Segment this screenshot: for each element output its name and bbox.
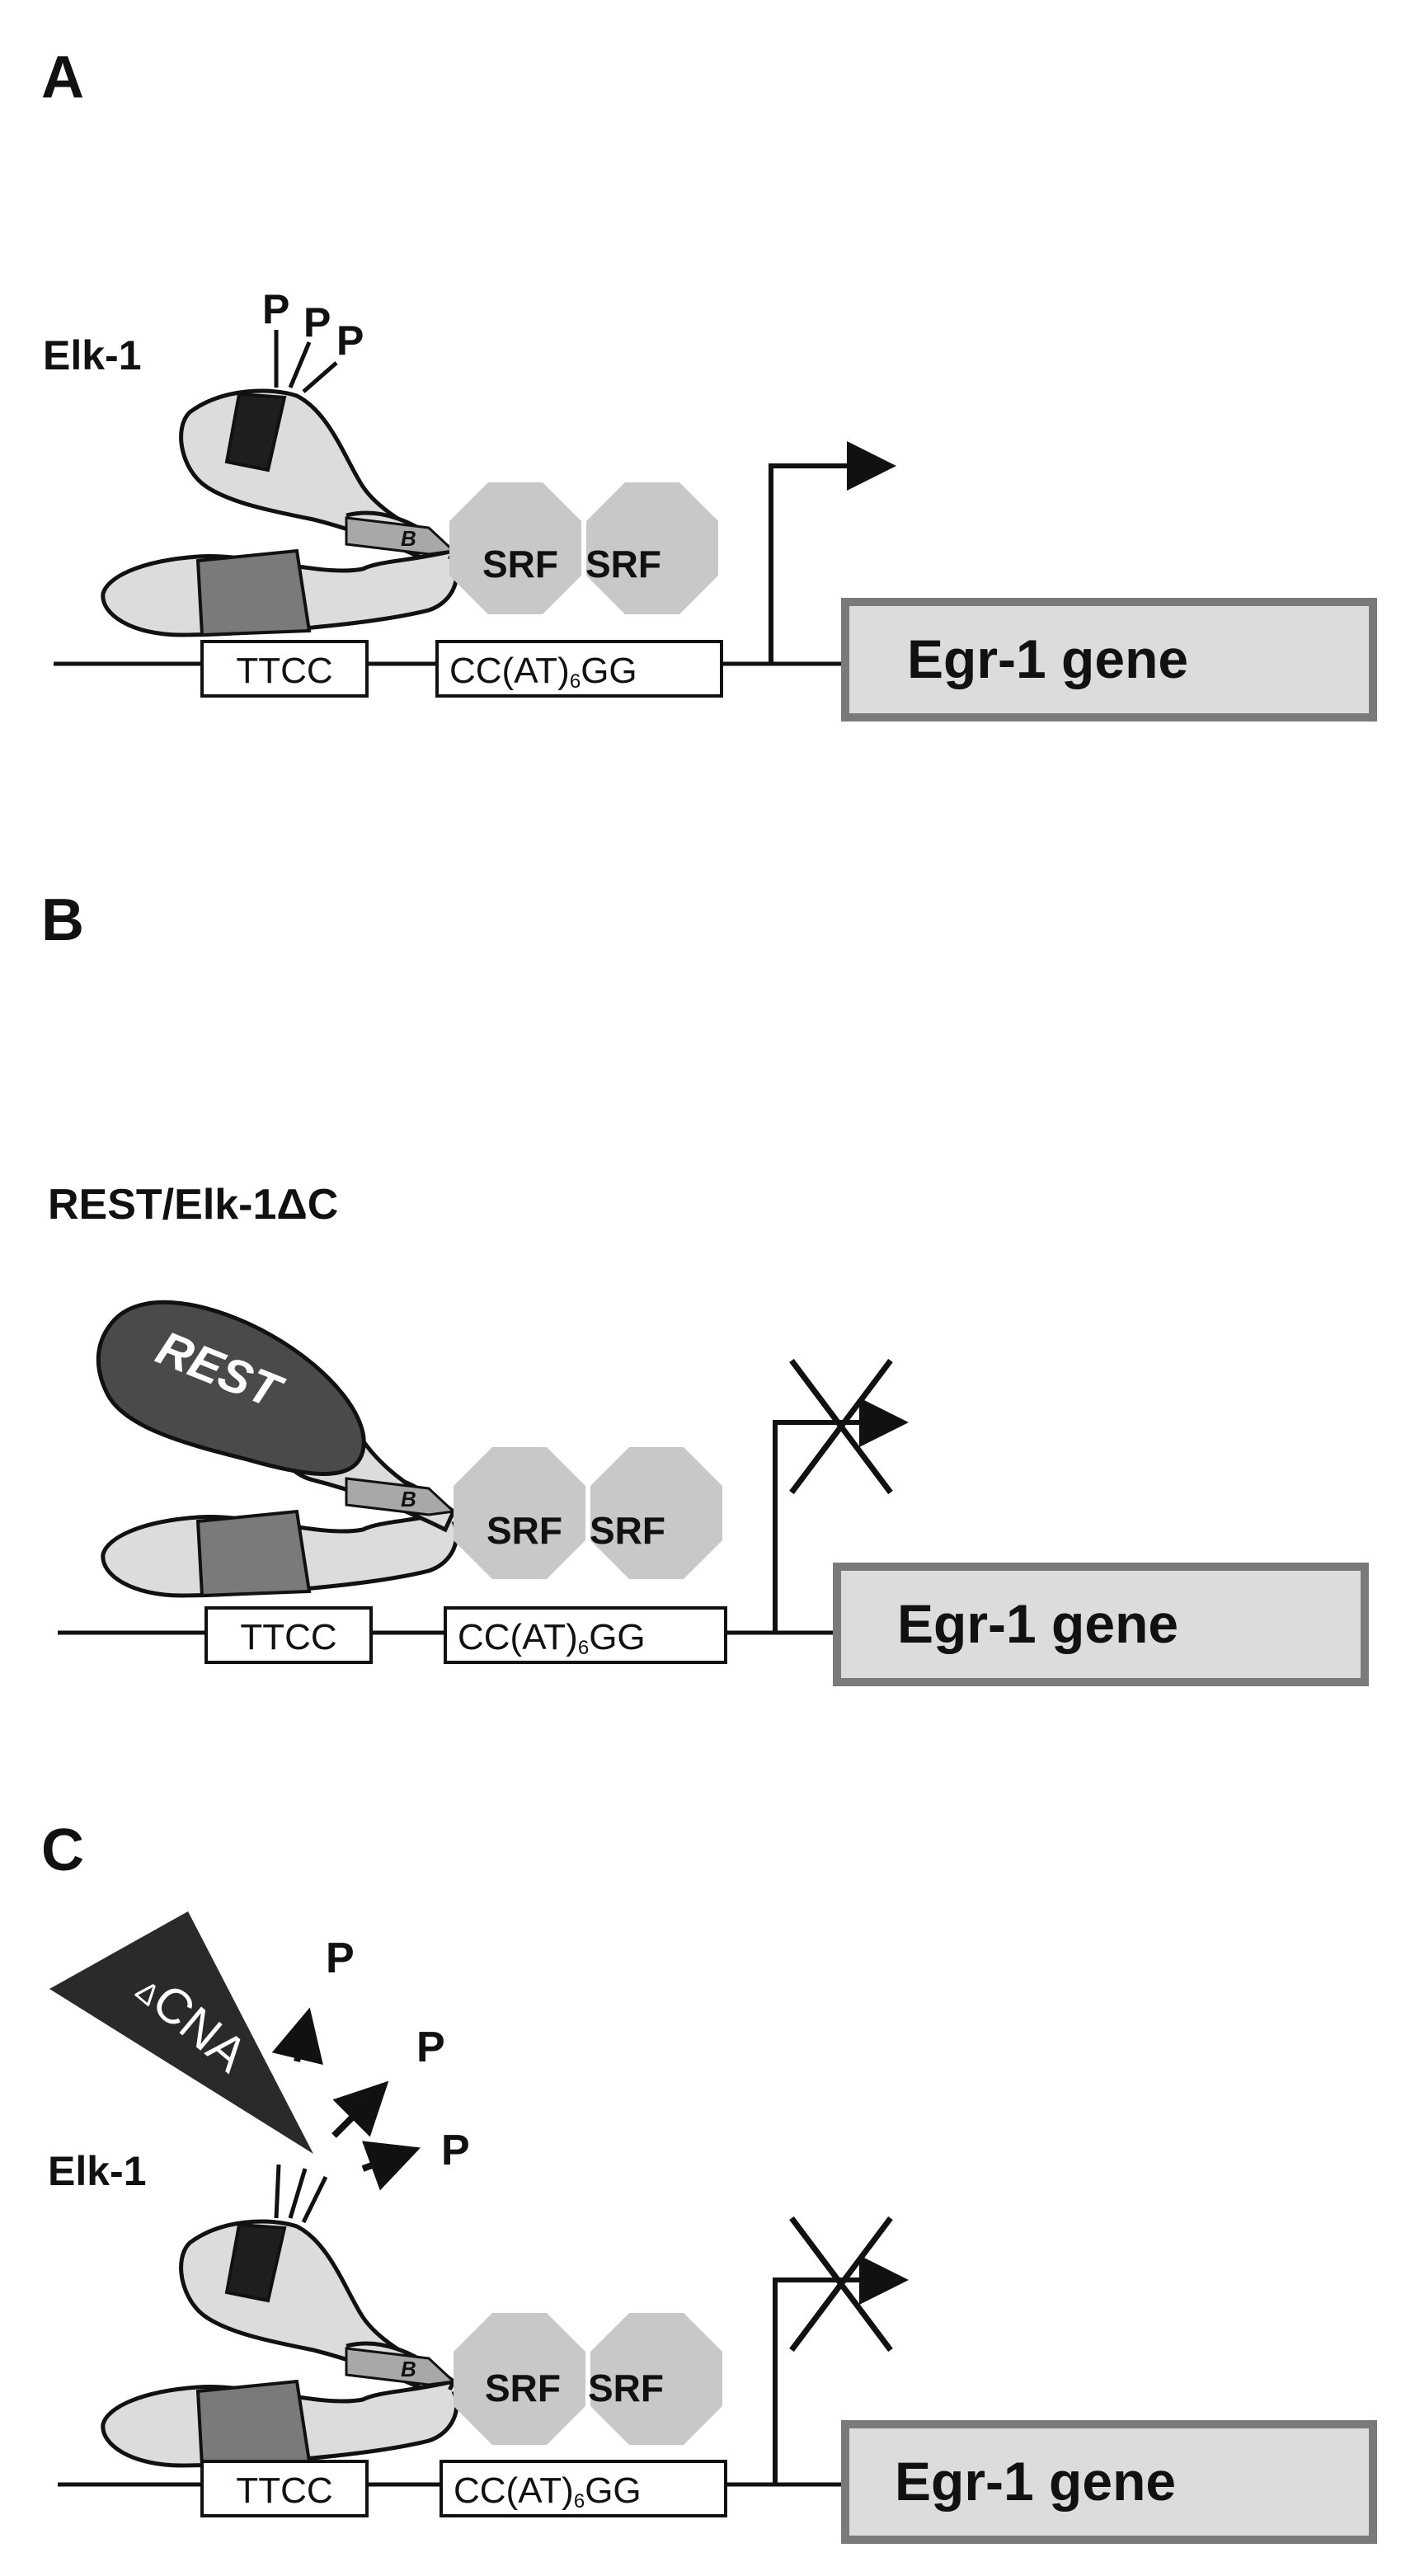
b-domain — [345, 516, 457, 556]
srf-octagon — [454, 2313, 585, 2445]
b-domain-label: B — [401, 1487, 416, 1511]
factor-label: Elk-1 — [48, 2148, 147, 2194]
srf-label: SRF — [482, 543, 558, 585]
panel-b: B REST/Elk-1ΔC REST B SRF SRF TTCC CC(AT… — [41, 887, 1369, 1686]
phospho-label: P — [262, 286, 289, 332]
transcription-start-arrow — [769, 441, 896, 664]
panel-c: C ΔCNA P P P Elk-1 B SRF SRF T — [41, 1817, 1377, 2544]
gene-label: Egr-1 gene — [897, 1593, 1178, 1654]
carg-label: CC(AT)6GG — [458, 1617, 646, 1659]
ttcc-label: TTCC — [240, 1617, 336, 1657]
phospho-label: P — [336, 317, 364, 364]
carg-box — [440, 2460, 727, 2517]
factor-label: Elk-1 — [43, 332, 142, 378]
ttcc-label: TTCC — [236, 651, 332, 691]
phospho-sticks — [274, 2164, 328, 2224]
released-phospho-label: P — [326, 1934, 355, 1982]
srf-label: SRF — [588, 2367, 664, 2409]
ttcc-label: TTCC — [236, 2470, 332, 2511]
carg-label: CC(AT)6GG — [454, 2470, 642, 2513]
srf-label: SRF — [487, 1509, 562, 1552]
carg-label: CC(AT)6GG — [449, 651, 637, 693]
gene-label: Egr-1 gene — [907, 628, 1188, 689]
ttcc-box — [200, 640, 369, 698]
srf-octagon — [454, 1447, 585, 1579]
elk1-dark-band — [224, 392, 287, 472]
carg-box — [435, 640, 723, 698]
released-phospho-label: P — [416, 2024, 445, 2071]
elk1-dark-band — [224, 2222, 287, 2303]
panel-a: A Elk-1 P P P B SRF SRF TTCC — [41, 45, 1377, 722]
block-cross-icon — [789, 1358, 893, 1495]
b-domain — [345, 2347, 457, 2386]
panel-letter: A — [41, 45, 84, 110]
carg-box — [444, 1606, 727, 1664]
srf-label: SRF — [590, 1509, 665, 1552]
srf-octagon — [590, 2313, 722, 2445]
panel-letter: B — [41, 887, 84, 953]
released-phospho-label: P — [441, 2127, 470, 2174]
ttcc-box — [200, 2460, 369, 2517]
gene-label: Egr-1 gene — [895, 2451, 1176, 2512]
elk1-dna-binding-block — [195, 2379, 312, 2468]
transcription-start-arrow — [773, 1398, 909, 1633]
released-phosphate-arrows — [271, 2007, 421, 2191]
b-domain — [345, 1477, 457, 1516]
phospho-sticks — [274, 330, 338, 393]
elk1-dna-binding-block — [195, 1509, 312, 1598]
b-domain-label: B — [401, 526, 416, 551]
transcription-start-arrow — [773, 2255, 909, 2484]
block-cross-icon — [789, 2216, 893, 2353]
factor-label: REST/Elk-1ΔC — [48, 1181, 338, 1229]
gene-box — [841, 598, 1377, 722]
rest-domain — [96, 1300, 366, 1476]
srf-label: SRF — [585, 543, 661, 585]
phospho-label: P — [303, 299, 331, 346]
srf-octagon — [586, 482, 718, 614]
srf-octagon — [590, 1447, 722, 1579]
elk1-dna-binding-block — [195, 548, 312, 637]
srf-label: SRF — [485, 2367, 561, 2409]
ttcc-box — [204, 1606, 373, 1664]
panel-letter: C — [41, 1817, 84, 1883]
gene-box — [841, 2420, 1377, 2544]
cna-wedge — [49, 1911, 313, 2154]
gene-box — [833, 1563, 1369, 1686]
b-domain-label: B — [401, 2357, 416, 2381]
srf-octagon — [449, 482, 581, 614]
